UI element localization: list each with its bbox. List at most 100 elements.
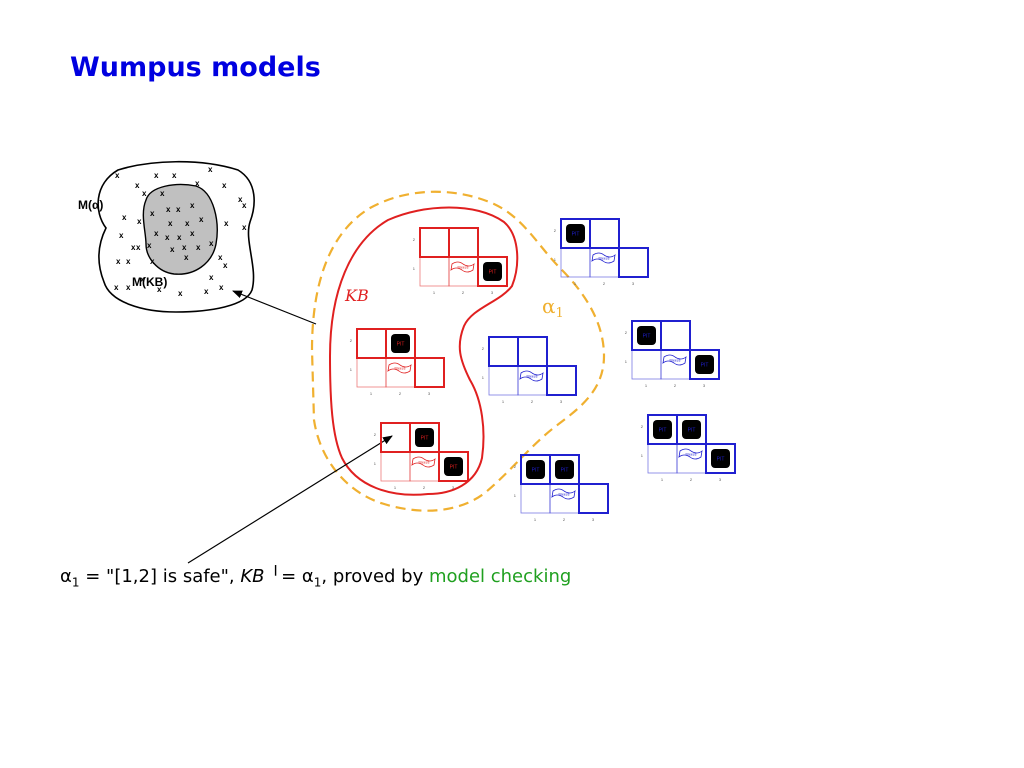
breeze-icon [519,370,544,382]
pit-label: PIT [701,363,709,369]
column-label: 1 [370,391,373,396]
alpha-symbol: α [542,294,556,318]
grid-cell [409,422,440,453]
pit-label: PIT [572,232,580,238]
row-label: 2 [413,237,416,242]
breeze-label: Breeze [558,493,569,497]
breeze-icon [591,252,616,264]
row-label: 2 [554,228,557,233]
model-mark: x [165,233,170,242]
model-mark: x [150,257,155,266]
grid-cell [356,328,387,359]
grid-cell [689,349,720,380]
model-mark: x [219,283,224,292]
pit-icon [682,420,701,439]
model-mark: x [218,253,223,262]
model-mark: x [126,283,131,292]
alpha-subscript: 1 [556,306,564,321]
grid-cell [660,320,691,351]
model-mark: x [157,285,162,294]
row-label: 1 [514,493,517,498]
breeze-icon [662,354,687,366]
column-label: 3 [428,391,431,396]
column-label: 3 [632,281,635,286]
pit-icon [653,420,672,439]
outer-set-label: M(α) [78,198,103,212]
grid-cell [517,365,548,396]
pit-icon [566,224,585,243]
column-label: 3 [719,477,722,482]
grid-cell [705,443,736,474]
row-label: 1 [350,367,353,372]
column-label: 1 [574,281,577,286]
model-mark: x [199,215,204,224]
caption-kb: KB [240,566,265,587]
breeze-label: Breeze [418,461,429,465]
grid-cell [414,357,445,388]
model-mark: x [242,201,247,210]
model-mark: x [224,219,229,228]
pit-label: PIT [421,436,429,442]
pit-icon [415,428,434,447]
pit-icon [444,457,463,476]
grid-cell [356,357,387,388]
column-label: 2 [603,281,606,286]
model-mark: x [170,245,175,254]
column-label: 1 [502,399,505,404]
model-mark: x [190,201,195,210]
inner-set-label: M(KB) [132,275,167,289]
model-mark: x [150,209,155,218]
grid-cell [631,349,662,380]
alpha-region-label: α1 [542,294,564,321]
grid-cell [409,451,440,482]
breeze-icon [551,488,576,500]
caption-alpha: α [60,566,72,587]
arrow-to-venn [232,290,317,325]
column-label: 1 [661,477,664,482]
kb-region [328,206,519,496]
caption-statement: = "[1,2] is safe", [79,566,241,587]
column-label: 2 [563,517,566,522]
column-label: 3 [592,517,595,522]
pit-label: PIT [659,428,667,434]
model-mark: x [195,179,200,188]
row-label: 2 [482,346,485,351]
grid-cell [520,483,551,514]
column-label: 2 [531,399,534,404]
pit-icon [711,449,730,468]
grid-cell [419,256,450,287]
column-label: 3 [452,485,455,490]
breeze-icon [678,448,703,460]
model-mark: x [182,243,187,252]
grid-cell [676,443,707,474]
pit-label: PIT [450,465,458,471]
column-label: 1 [394,485,397,490]
grid-cell [488,336,519,367]
model-mark: x [147,241,152,250]
grid-cell [380,451,411,482]
column-label: 1 [534,517,537,522]
model-mark: x [122,213,127,222]
model-mark: x [168,219,173,228]
arrow-to-kb-model [187,435,393,564]
breeze-icon [411,456,436,468]
row-label: 2 [514,464,517,469]
breeze-label: Breeze [526,375,537,379]
model-mark: x [119,231,124,240]
grid-cell [676,414,707,445]
grid-cell [477,256,508,287]
pit-label: PIT [561,468,569,474]
grid-cell [380,422,411,453]
breeze-icon [450,261,475,273]
grid-cell [448,227,479,258]
model-mark: x [116,257,121,266]
row-label: 1 [413,266,416,271]
model-mark: x [204,287,209,296]
